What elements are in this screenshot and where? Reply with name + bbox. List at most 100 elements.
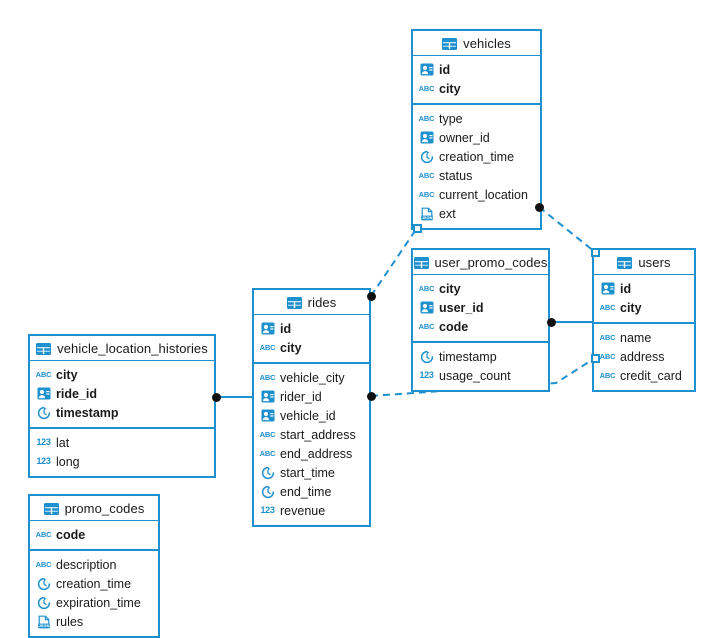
table-title: rides — [307, 294, 337, 310]
column-name: city — [439, 81, 461, 96]
column-name: expiration_time — [56, 595, 141, 610]
column-row[interactable]: owner_id — [413, 128, 540, 147]
abc-type-icon: ABC — [418, 113, 435, 123]
table-title: vehicles — [463, 35, 511, 51]
primary-key-section: ABC code — [30, 521, 158, 551]
column-row[interactable]: ABC city — [413, 79, 540, 98]
relationship-many-marker — [211, 392, 221, 402]
column-name: creation_time — [439, 149, 515, 164]
column-row[interactable]: 123 revenue — [254, 501, 369, 520]
column-row[interactable]: timestamp — [30, 403, 214, 422]
column-row[interactable]: end_time — [254, 482, 369, 501]
abc-type-icon: ABC — [418, 189, 435, 199]
column-name: creation_time — [56, 576, 132, 591]
column-name: city — [620, 300, 642, 315]
table-header-promo_codes[interactable]: promo_codes — [30, 496, 158, 521]
abc-type-icon: ABC — [35, 529, 52, 539]
abc-type-icon: ABC — [418, 83, 435, 93]
column-name: id — [439, 62, 451, 77]
column-name: user_id — [439, 300, 484, 315]
column-row[interactable]: ride_id — [30, 384, 214, 403]
column-row[interactable]: timestamp — [413, 347, 548, 366]
table-header-vehicles[interactable]: vehicles — [413, 31, 540, 56]
table-icon — [617, 256, 633, 269]
relationship-edge-vehicles-to-users — [538, 206, 596, 253]
clock-type-icon — [36, 406, 51, 420]
clock-type-icon — [260, 466, 275, 480]
column-row[interactable]: creation_time — [413, 147, 540, 166]
abc-type-icon: ABC — [418, 170, 435, 180]
table-header-user_promo_codes[interactable]: user_promo_codes — [413, 250, 548, 275]
column-row[interactable]: expiration_time — [30, 593, 158, 612]
uuid-badge-type-icon — [419, 131, 434, 145]
column-name: id — [620, 281, 632, 296]
uuid-badge-type-icon — [260, 409, 275, 423]
table-icon — [36, 342, 52, 355]
column-row[interactable]: id — [594, 279, 694, 298]
clock-type-icon — [36, 596, 51, 610]
column-name: usage_count — [439, 368, 511, 383]
column-name: long — [56, 454, 80, 469]
column-row[interactable]: creation_time — [30, 574, 158, 593]
column-name: start_address — [280, 427, 356, 442]
clock-type-icon — [36, 577, 51, 591]
column-name: name — [620, 330, 652, 345]
table-icon — [286, 296, 302, 309]
table-icon — [43, 502, 59, 515]
column-row[interactable]: rider_id — [254, 387, 369, 406]
column-name: code — [56, 527, 86, 542]
column-name: revenue — [280, 503, 326, 518]
column-name: city — [439, 281, 461, 296]
table-header-users[interactable]: users — [594, 250, 694, 275]
table-header-vehicle_location_histories[interactable]: vehicle_location_histories — [30, 336, 214, 361]
clock-type-icon — [419, 350, 434, 364]
column-row[interactable]: id — [254, 319, 369, 338]
column-row[interactable]: user_id — [413, 298, 548, 317]
column-row[interactable]: vehicle_id — [254, 406, 369, 425]
column-name: lat — [56, 435, 70, 450]
uuid-badge-type-icon — [419, 63, 434, 77]
column-name: description — [56, 557, 117, 572]
column-row[interactable]: id — [413, 60, 540, 79]
number-type-icon: 123 — [260, 505, 275, 515]
column-row[interactable]: start_time — [254, 463, 369, 482]
abc-type-icon: ABC — [259, 372, 276, 382]
column-name: vehicle_id — [280, 408, 336, 423]
column-name: credit_card — [620, 368, 682, 383]
column-row[interactable]: ABC code — [30, 525, 158, 544]
svg-text:JSON: JSON — [38, 623, 49, 628]
table-header-rides[interactable]: rides — [254, 290, 369, 315]
